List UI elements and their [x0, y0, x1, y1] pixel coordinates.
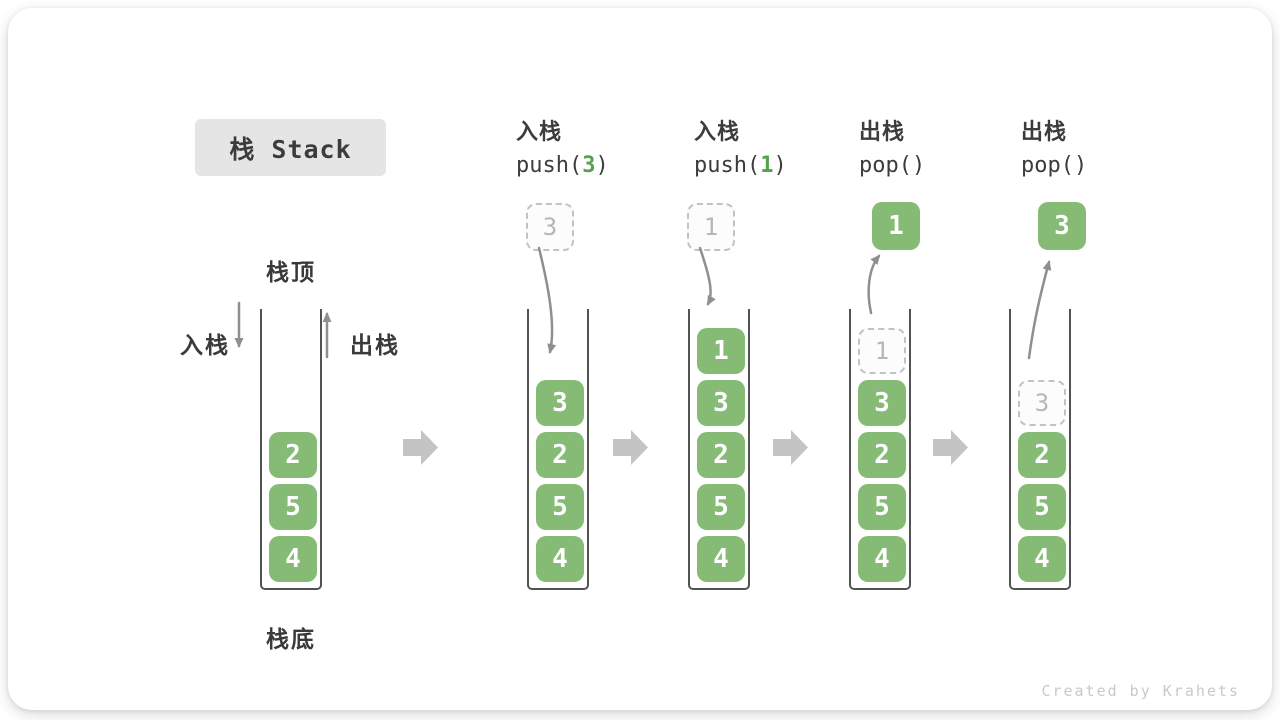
op-code-arg: 3 [582, 153, 596, 178]
op-code: push(3) [516, 153, 609, 178]
page-title: 栈 Stack [229, 134, 352, 164]
stack-cell: 4 [536, 536, 584, 582]
op-code: pop() [859, 153, 926, 178]
stack-cell: 2 [697, 432, 745, 478]
stack-container-3: 1 3 2 5 4 [688, 309, 750, 590]
op-name: 入栈 [516, 119, 563, 144]
title-badge: 栈 Stack [195, 119, 386, 176]
stack-container-5: 3 2 5 4 [1009, 309, 1071, 590]
popped-value-box: 1 [872, 202, 920, 250]
stack-cell: 2 [858, 432, 906, 478]
stack-cell: 3 [536, 380, 584, 426]
op-header-pop-2: 出栈 pop() [1021, 114, 1087, 178]
stack-cell: 5 [858, 484, 906, 530]
stack-cell: 4 [697, 536, 745, 582]
stack-cell: 3 [858, 380, 906, 426]
stack-cell: 2 [269, 432, 317, 478]
popped-value-box: 3 [1038, 202, 1086, 250]
stack-cell: 5 [536, 484, 584, 530]
op-name: 出栈 [859, 119, 906, 144]
op-code: push(1) [694, 153, 787, 178]
stack-cell: 2 [1018, 432, 1066, 478]
op-header-pop-1: 出栈 pop() [859, 114, 925, 178]
pop-side-label: 出栈 [350, 332, 400, 358]
stack-cell-ghost: 3 [1018, 380, 1066, 426]
stack-cell: 1 [697, 328, 745, 374]
stack-container-4: 1 3 2 5 4 [849, 309, 911, 590]
op-code: pop() [1021, 153, 1088, 178]
stack-bottom-label: 栈底 [266, 626, 316, 652]
stack-top-label: 栈顶 [266, 259, 316, 285]
stack-container-2: 3 2 5 4 [527, 309, 589, 590]
stack-cell: 5 [269, 484, 317, 530]
stack-cell: 2 [536, 432, 584, 478]
stack-cell-ghost: 1 [858, 328, 906, 374]
push-side-label: 入栈 [180, 332, 230, 358]
stack-cell: 5 [697, 484, 745, 530]
stack-cell: 4 [858, 536, 906, 582]
diagram-card: 栈 Stack 入栈 push(3) 入栈 push(1) 出栈 pop() 出… [8, 8, 1272, 710]
stack-cell: 5 [1018, 484, 1066, 530]
stack-container-1: 2 5 4 [260, 309, 322, 590]
op-code-arg: 1 [760, 153, 774, 178]
op-name: 出栈 [1021, 119, 1068, 144]
stack-cell: 4 [269, 536, 317, 582]
watermark: Created by Krahets [1041, 682, 1240, 700]
op-name: 入栈 [694, 119, 741, 144]
stack-cell: 3 [697, 380, 745, 426]
op-header-push-3: 入栈 push(3) [516, 114, 609, 178]
incoming-value-box: 3 [526, 203, 574, 251]
stack-cell: 4 [1018, 536, 1066, 582]
op-header-push-1: 入栈 push(1) [694, 114, 787, 178]
incoming-value-box: 1 [687, 203, 735, 251]
